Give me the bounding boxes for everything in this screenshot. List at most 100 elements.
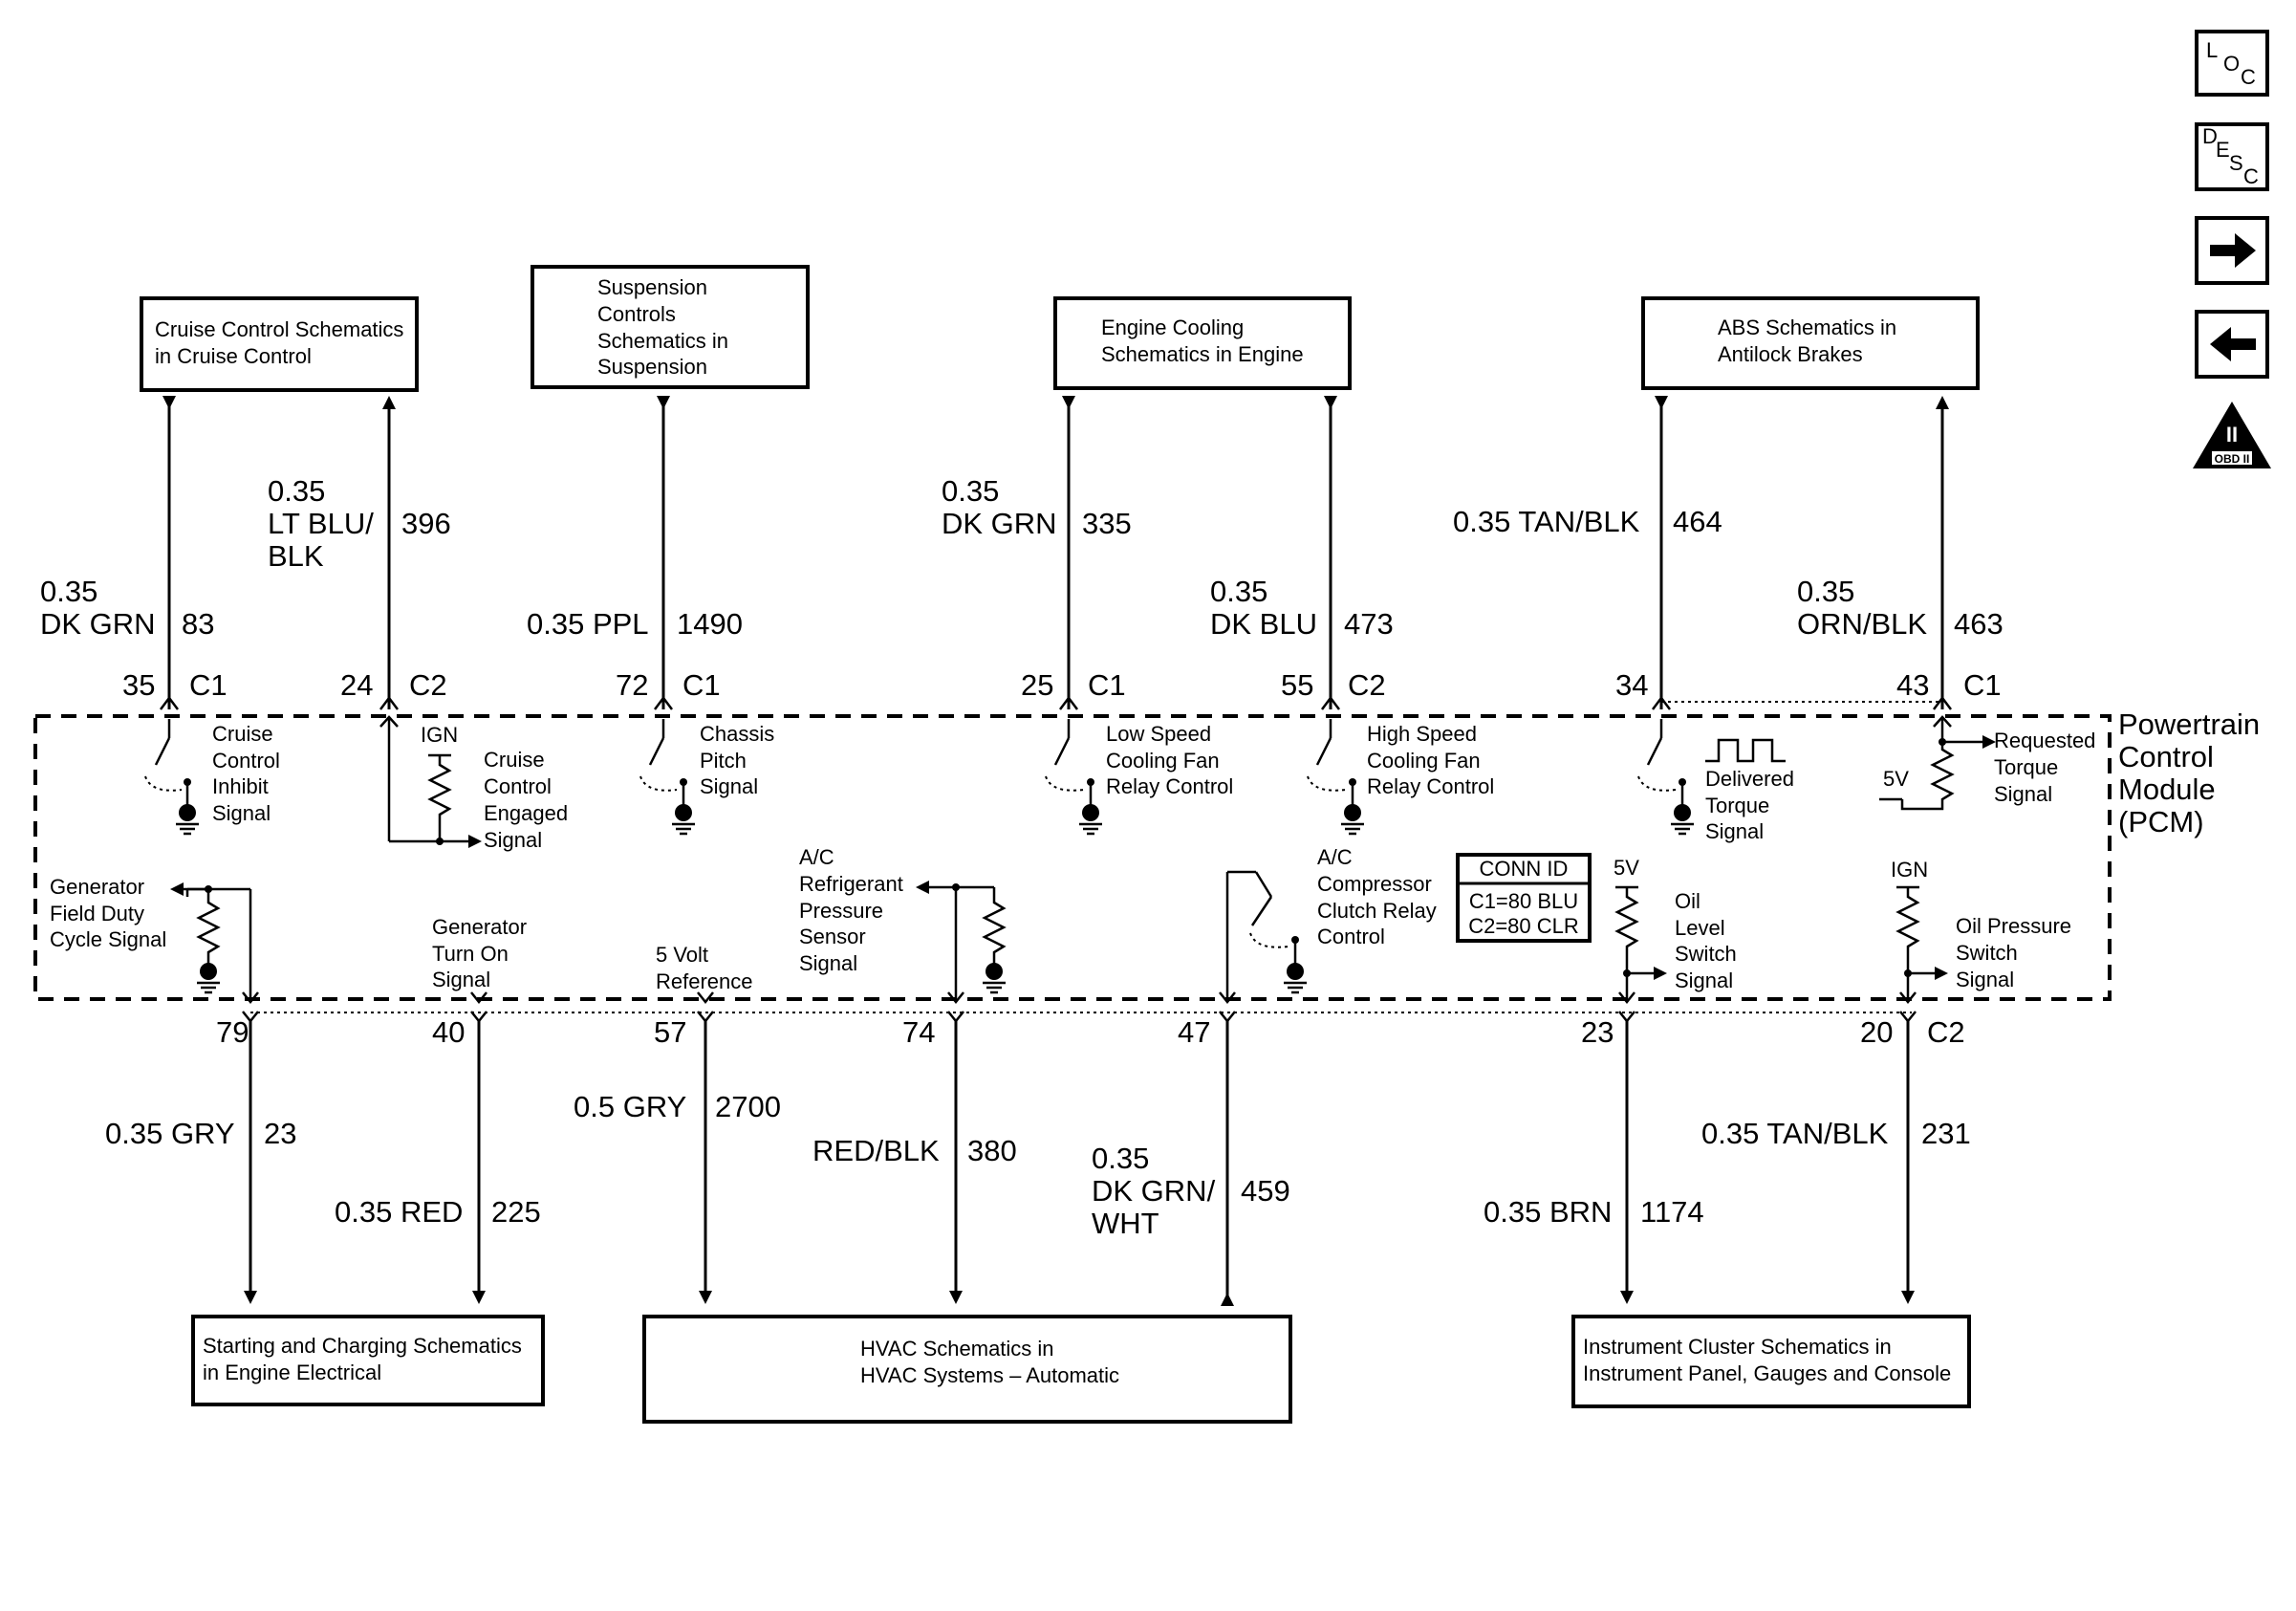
svg-text:Sensor: Sensor xyxy=(799,925,866,948)
svg-text:Starting and Charging Schemati: Starting and Charging Schematics xyxy=(203,1334,522,1358)
svg-text:Turn On: Turn On xyxy=(432,942,509,966)
svg-text:Cruise Control Schematics: Cruise Control Schematics xyxy=(155,317,403,341)
svg-text:Instrument Panel, Gauges and C: Instrument Panel, Gauges and Console xyxy=(1583,1361,1951,1385)
oil-pressure-switch-signal: IGN Oil Pressure Switch Signal xyxy=(1891,858,2071,1005)
svg-text:25: 25 xyxy=(1021,668,1053,702)
svg-text:ABS Schematics in: ABS Schematics in xyxy=(1718,316,1896,339)
svg-text:Signal: Signal xyxy=(700,774,758,798)
high-speed-fan-relay-control: High Speed Cooling Fan Relay Control xyxy=(1307,719,1494,836)
previous-arrow-button[interactable] xyxy=(2195,310,2269,379)
svg-text:IGN: IGN xyxy=(421,723,458,747)
svg-text:43: 43 xyxy=(1896,668,1929,702)
wire-1174: 23 0.35 BRN 1174 xyxy=(1484,1011,1704,1304)
svg-text:24: 24 xyxy=(340,668,373,702)
svg-text:0.35: 0.35 xyxy=(942,474,999,508)
svg-text:72: 72 xyxy=(616,668,648,702)
loc-button[interactable]: L O C xyxy=(2195,30,2269,97)
svg-text:0.5 GRY: 0.5 GRY xyxy=(574,1090,686,1123)
wire-2700: 57 0.5 GRY 2700 xyxy=(574,1011,781,1304)
svg-text:C: C xyxy=(2243,164,2259,188)
svg-text:0.35 BRN: 0.35 BRN xyxy=(1484,1195,1612,1229)
svg-text:C1: C1 xyxy=(1963,668,2002,702)
svg-text:BLK: BLK xyxy=(268,539,324,573)
desc-button[interactable]: D E S C xyxy=(2195,122,2269,191)
svg-text:47: 47 xyxy=(1178,1015,1210,1049)
engine-cooling-schematics-box[interactable]: Engine Cooling Schematics in Engine xyxy=(1053,296,1352,390)
arrow-left-icon xyxy=(2210,327,2256,361)
connector-id-table: CONN ID C1=80 BLU C2=80 CLR xyxy=(1456,853,1592,943)
svg-text:C: C xyxy=(2241,65,2256,89)
next-arrow-button[interactable] xyxy=(2195,216,2269,285)
hvac-schematics-box[interactable]: HVAC Schematics in HVAC Systems – Automa… xyxy=(642,1315,1292,1424)
svg-text:Refrigerant: Refrigerant xyxy=(799,872,903,896)
svg-text:Schematics in: Schematics in xyxy=(597,329,728,353)
svg-text:High Speed: High Speed xyxy=(1367,722,1477,746)
svg-text:A/C: A/C xyxy=(1317,845,1353,869)
svg-text:C2: C2 xyxy=(1927,1015,1965,1049)
svg-text:Inhibit: Inhibit xyxy=(212,774,269,798)
svg-text:D: D xyxy=(2202,124,2218,148)
low-speed-fan-relay-control: Low Speed Cooling Fan Relay Control xyxy=(1045,719,1233,836)
svg-text:Signal: Signal xyxy=(432,968,490,991)
svg-text:0.35: 0.35 xyxy=(1092,1142,1149,1175)
obd-ii-button[interactable]: II OBD II xyxy=(2193,402,2271,468)
svg-text:Antilock Brakes: Antilock Brakes xyxy=(1718,342,1863,366)
abs-schematics-box[interactable]: ABS Schematics in Antilock Brakes xyxy=(1641,296,1980,390)
wire-335: 0.35 DK GRN 335 25 C1 xyxy=(942,396,1132,710)
svg-text:Cooling Fan: Cooling Fan xyxy=(1367,749,1481,773)
svg-text:473: 473 xyxy=(1344,607,1394,641)
requested-torque-signal: 5V Requested Torque Signal xyxy=(1879,715,2095,811)
suspension-schematics-box[interactable]: Suspension Controls Schematics in Suspen… xyxy=(531,265,810,389)
wire-225: 40 0.35 RED 225 xyxy=(335,1011,541,1304)
svg-text:55: 55 xyxy=(1281,668,1313,702)
svg-text:Signal: Signal xyxy=(1675,969,1733,992)
pcm-boundary xyxy=(33,714,2112,1001)
five-volt-reference: 5 Volt Reference xyxy=(656,943,753,1005)
svg-text:Signal: Signal xyxy=(799,951,857,975)
svg-text:335: 335 xyxy=(1082,507,1132,540)
svg-text:57: 57 xyxy=(654,1015,686,1049)
svg-text:40: 40 xyxy=(432,1015,465,1049)
svg-text:Signal: Signal xyxy=(1705,819,1764,843)
svg-text:Cruise: Cruise xyxy=(484,748,545,772)
svg-text:WHT: WHT xyxy=(1092,1207,1159,1240)
svg-text:Powertrain: Powertrain xyxy=(2118,708,2260,741)
svg-text:5V: 5V xyxy=(1614,856,1639,880)
svg-text:Schematics in Engine: Schematics in Engine xyxy=(1101,342,1304,366)
oil-level-switch-signal: 5V Oil Level Switch Signal xyxy=(1614,856,1737,1005)
cruise-control-schematics-box[interactable]: Cruise Control Schematics in Cruise Cont… xyxy=(140,296,419,392)
svg-text:Pitch: Pitch xyxy=(700,749,747,773)
svg-text:HVAC Systems – Automatic: HVAC Systems – Automatic xyxy=(860,1363,1119,1387)
starting-charging-schematics-box[interactable]: Starting and Charging Schematics in Engi… xyxy=(191,1315,545,1406)
svg-text:Instrument Cluster Schematics: Instrument Cluster Schematics in xyxy=(1583,1335,1892,1359)
svg-text:459: 459 xyxy=(1241,1174,1290,1208)
ac-refrigerant-pressure-sensor: A/C Refrigerant Pressure Sensor Signal xyxy=(799,845,1007,1005)
svg-text:225: 225 xyxy=(491,1195,541,1229)
delivered-torque-signal: Delivered Torque Signal xyxy=(1637,719,1794,843)
svg-text:20: 20 xyxy=(1860,1015,1893,1049)
svg-text:0.35 TAN/BLK: 0.35 TAN/BLK xyxy=(1701,1117,1889,1150)
chassis-pitch-switch: Chassis Pitch Signal xyxy=(639,719,774,836)
svg-text:23: 23 xyxy=(1581,1015,1614,1049)
wire-23: 79 0.35 GRY 23 xyxy=(105,1011,296,1304)
svg-text:463: 463 xyxy=(1954,607,2004,641)
arrow-right-icon xyxy=(2210,233,2256,268)
wire-1490: 0.35 PPL 1490 72 C1 xyxy=(527,396,743,710)
svg-text:Reference: Reference xyxy=(656,969,753,993)
svg-text:C2=80 CLR: C2=80 CLR xyxy=(1468,914,1579,938)
svg-text:1490: 1490 xyxy=(677,607,743,641)
svg-text:Control: Control xyxy=(1317,925,1385,948)
svg-text:Torque: Torque xyxy=(1994,755,2058,779)
svg-text:0.35: 0.35 xyxy=(40,575,97,608)
svg-text:0.35: 0.35 xyxy=(268,474,325,508)
generator-turn-on-signal: Generator Turn On Signal xyxy=(432,915,527,1005)
svg-text:S: S xyxy=(2229,151,2243,175)
svg-text:Pressure: Pressure xyxy=(799,899,883,923)
instrument-cluster-schematics-box[interactable]: Instrument Cluster Schematics in Instrum… xyxy=(1571,1315,1971,1408)
svg-text:Switch: Switch xyxy=(1675,942,1737,966)
svg-text:Switch: Switch xyxy=(1956,941,2018,965)
svg-text:Generator: Generator xyxy=(432,915,527,939)
obd-numeral: II xyxy=(2226,423,2238,446)
svg-text:0.35 GRY: 0.35 GRY xyxy=(105,1117,235,1150)
